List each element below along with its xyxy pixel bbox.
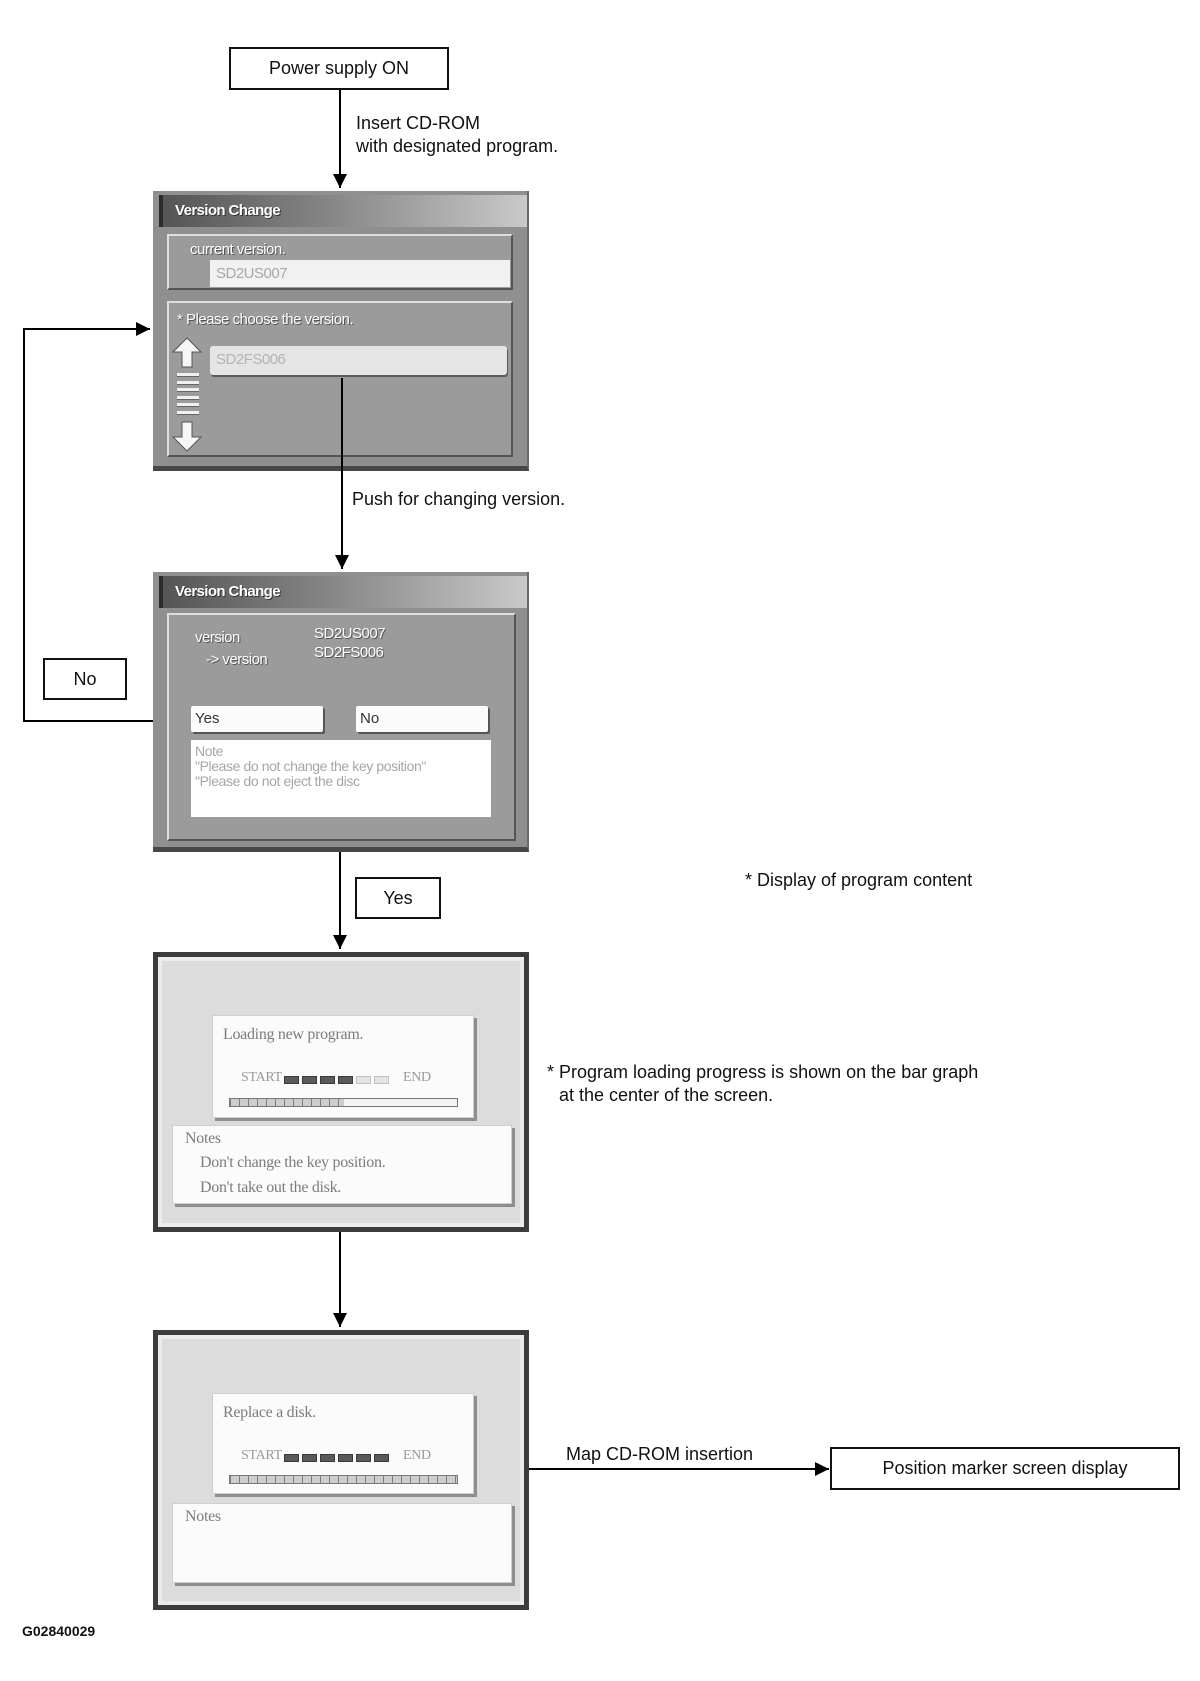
progress-block [320, 1076, 335, 1084]
loading-message: Loading new program. [223, 1026, 364, 1043]
progress-block [284, 1076, 299, 1084]
scroll-track-line [177, 388, 199, 392]
figure-id: G02840029 [22, 1623, 96, 1639]
progress-blocks [284, 1454, 389, 1462]
no-branch-box: No [43, 658, 127, 700]
progress-bar-fill [230, 1476, 457, 1483]
progress-block [320, 1454, 335, 1462]
up-arrow-icon[interactable] [172, 337, 202, 368]
yes-button[interactable]: Yes [191, 706, 323, 732]
choose-version-panel: * Please choose the version. SD2FS006 [167, 301, 513, 457]
progress-block [374, 1076, 389, 1084]
progress-explanation-note: * Program loading progress is shown on t… [547, 1061, 978, 1107]
choose-version-label: * Please choose the version. [177, 311, 354, 328]
progress-block [356, 1076, 371, 1084]
replace-disk-screen: Replace a disk. START END Notes [153, 1330, 529, 1610]
progress-bar [229, 1475, 458, 1484]
note-title: Note [195, 743, 223, 759]
progress-block [284, 1454, 299, 1462]
position-marker-display-label: Position marker screen display [882, 1458, 1128, 1478]
scroll-track-line [177, 410, 199, 414]
version-option-field[interactable]: SD2FS006 [210, 346, 507, 375]
progress-explanation-line2: at the center of the screen. [559, 1085, 774, 1105]
version-change-title: Version Change [159, 195, 527, 227]
loading-notes-box: Notes Don't change the key position. Don… [172, 1125, 512, 1204]
progress-end-label: END [403, 1448, 431, 1463]
progress-bar-fill [230, 1099, 344, 1106]
from-version-value: SD2US007 [314, 625, 386, 642]
scroll-track[interactable] [177, 373, 199, 414]
position-marker-display-box: Position marker screen display [830, 1447, 1180, 1490]
progress-end-label: END [403, 1070, 431, 1085]
version-confirm-screen: Version Change version -> version SD2US0… [153, 572, 529, 852]
notes-line: Don't change the key position. [200, 1154, 386, 1171]
replace-dialog: Replace a disk. START END [212, 1393, 474, 1494]
progress-block [338, 1454, 353, 1462]
progress-block [356, 1454, 371, 1462]
confirm-note-box: Note "Please do not change the key posit… [191, 740, 491, 817]
display-content-note: * Display of program content [745, 870, 973, 890]
current-version-label: current version. [190, 241, 286, 258]
down-arrow-icon[interactable] [172, 421, 202, 452]
version-change-title: Version Change [159, 576, 527, 608]
insert-cdrom-note: Insert CD-ROM with designated program. [356, 112, 558, 158]
progress-bar [229, 1098, 458, 1107]
progress-block [302, 1454, 317, 1462]
push-for-changing-note: Push for changing version. [352, 489, 566, 509]
progress-explanation-line1: * Program loading progress is shown on t… [547, 1062, 979, 1082]
from-version-label: version [195, 629, 240, 646]
insert-cdrom-line1: Insert CD-ROM [356, 113, 481, 133]
note-line: "Please do not change the key position" [195, 758, 426, 774]
loading-program-screen: Loading new program. START END Notes Don… [153, 952, 529, 1232]
progress-block [338, 1076, 353, 1084]
progress-block [374, 1454, 389, 1462]
loading-dialog: Loading new program. START END [212, 1015, 474, 1118]
scroll-track-line [177, 403, 199, 407]
to-version-value: SD2FS006 [314, 644, 384, 661]
notes-title: Notes [185, 1130, 221, 1147]
scroll-track-line [177, 373, 199, 376]
progress-blocks [284, 1076, 389, 1084]
progress-block [302, 1076, 317, 1084]
version-select-screen: Version Change current version. SD2US007… [153, 191, 529, 471]
progress-start-label: START [241, 1448, 282, 1463]
notes-title: Notes [185, 1508, 221, 1525]
scroll-track-line [177, 395, 199, 399]
no-button[interactable]: No [356, 706, 488, 732]
to-version-label: -> version [206, 651, 268, 668]
progress-start-label: START [241, 1070, 282, 1085]
replace-notes-box: Notes [172, 1503, 512, 1583]
yes-branch-label: Yes [383, 887, 413, 908]
notes-line: Don't take out the disk. [200, 1179, 341, 1196]
note-line: "Please do not eject the disc [195, 773, 360, 789]
current-version-panel: current version. SD2US007 [167, 234, 513, 290]
power-supply-on-box: Power supply ON [229, 47, 449, 90]
scroll-track-line [177, 380, 199, 384]
yes-branch-box: Yes [355, 877, 441, 919]
power-supply-on-label: Power supply ON [268, 58, 410, 78]
confirm-panel: version -> version SD2US007 SD2FS006 Yes… [167, 613, 516, 841]
no-branch-label: No [73, 668, 97, 689]
replace-message: Replace a disk. [223, 1404, 316, 1421]
current-version-field: SD2US007 [210, 260, 510, 287]
map-cdrom-insertion-note: Map CD-ROM insertion [566, 1444, 754, 1464]
insert-cdrom-line2: with designated program. [356, 136, 559, 156]
